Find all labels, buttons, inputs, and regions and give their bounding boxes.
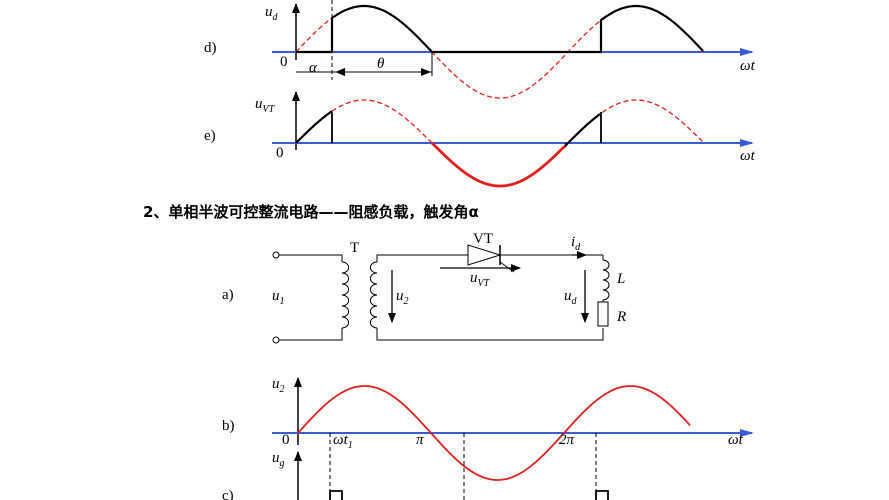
secondary-wire-bottom xyxy=(376,328,604,341)
panel-e-tag: e) xyxy=(204,128,216,144)
primary-wire-top xyxy=(279,254,343,262)
panel-e-origin: 0 xyxy=(276,145,284,161)
panel-b-tag: b) xyxy=(222,418,235,434)
panel-c: c) ug xyxy=(222,450,609,500)
thyristor-label: VT xyxy=(473,231,493,247)
input-terminal-top xyxy=(272,251,280,259)
panel-d-output-wave xyxy=(296,4,704,54)
panel-d: d) ud 0 ωt α θ xyxy=(204,0,756,99)
panel-c-ylabel: ug xyxy=(272,450,285,469)
panel-b-origin: 0 xyxy=(282,432,290,448)
section-heading: 2、单相半波可控整流电路——阻感负载，触发角α xyxy=(143,203,479,221)
panel-b-ylabel: u2 xyxy=(272,376,285,395)
panel-b-pi-label: π xyxy=(416,432,424,448)
inductor xyxy=(602,255,610,302)
panel-d-ylabel: ud xyxy=(265,4,279,23)
secondary-coil xyxy=(369,261,378,329)
gate-pulse-2 xyxy=(595,490,609,500)
circuit-diagram: a) u1 T u2 VT uVT id L R ud xyxy=(222,231,626,344)
transformer-label: T xyxy=(350,240,359,256)
inductor-label: L xyxy=(616,271,625,287)
u2-label: u2 xyxy=(396,288,409,307)
u1-label: u1 xyxy=(272,288,285,307)
panel-c-tag: c) xyxy=(222,488,234,500)
thyristor-gate xyxy=(499,261,515,273)
resistor-label: R xyxy=(616,309,626,325)
panel-d-tag: d) xyxy=(204,40,217,56)
panel-e-source-wave xyxy=(295,99,705,187)
panel-d-origin: 0 xyxy=(280,54,288,70)
resistor xyxy=(597,301,609,327)
panel-e-reverse-voltage xyxy=(431,142,567,188)
secondary-wire-top xyxy=(376,254,468,262)
panel-b-t1-label: ωt1 xyxy=(333,432,353,451)
panel-d-theta: θ xyxy=(377,56,385,72)
panel-e-xlabel: ωt xyxy=(740,148,756,164)
panel-e-ylabel: uVT xyxy=(255,96,276,115)
panel-b-xlabel: ωt xyxy=(728,432,744,448)
panel-b: b) u2 0 ωt1 π 2π ωt xyxy=(222,376,754,500)
panel-d-xlabel: ωt xyxy=(740,58,756,74)
input-terminal-bottom xyxy=(272,336,280,344)
primary-coil xyxy=(341,261,350,329)
panel-e-vt-voltage xyxy=(295,110,601,148)
circuit-tag: a) xyxy=(222,287,234,303)
uvt-label: uVT xyxy=(470,270,491,289)
thyristor-symbol xyxy=(467,244,502,266)
gate-pulse-1 xyxy=(329,490,343,500)
panel-b-u2-wave xyxy=(297,385,691,481)
id-label: id xyxy=(571,234,581,253)
panel-d-alpha: α xyxy=(309,60,318,76)
primary-wire-bottom xyxy=(279,328,343,341)
panel-e: e) uVT 0 ωt xyxy=(204,91,756,188)
ud-label: ud xyxy=(564,288,578,307)
panel-b-2pi-label: 2π xyxy=(559,432,575,448)
